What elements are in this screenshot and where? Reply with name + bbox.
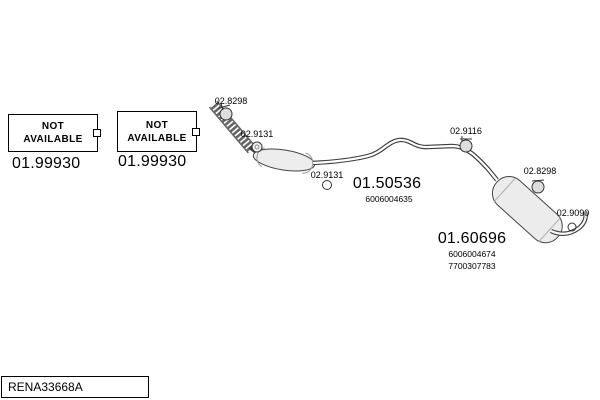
not-available-label: AVAILABLE [23,134,83,145]
rear-clamp-icon [531,179,545,194]
callout-rear-silencer-oe1: 6006004674 [448,249,496,259]
callout-rear-silencer-oe2: 7700307783 [448,261,496,271]
box-edge-tab [192,127,200,136]
callout-mid-ring: 02.9131 [310,170,344,180]
box-edge-tab [93,129,101,137]
tail-ring-icon [567,222,577,232]
callout-mid-clamp: 02.9116 [450,126,482,136]
callout-mid-silencer-part: 01.50536 [352,175,422,192]
front-clamp-icon [218,102,233,121]
reference-code-box: RENA33668A [1,376,149,398]
callout-front-clamp: 02.8298 [214,96,248,106]
not-available-label: AVAILABLE [127,132,187,144]
reference-code: RENA33668A [8,380,83,394]
not-available-label: NOT [145,119,169,131]
tail-pipe [550,211,588,237]
not-available-label: NOT [41,121,65,132]
rear-silencer-shape [491,176,563,244]
callout-rear-clamp: 02.8298 [523,166,557,176]
flex-pipe-section [208,100,257,154]
part-number-unavailable-1: 01.99930 [12,155,81,172]
not-available-box-2: NOT AVAILABLE [117,111,200,152]
front-ring-icon [251,141,263,153]
callout-front-ring: 02.9131 [240,129,274,139]
mid-clamp-icon [459,136,473,153]
callout-mid-silencer-oe: 6006004635 [365,194,413,204]
callout-tail-ring: 02.9090 [556,208,590,218]
part-number-unavailable-2: 01.99930 [118,153,187,170]
not-available-box-1: NOT AVAILABLE [8,114,101,152]
callout-rear-silencer-part: 01.60696 [437,230,507,247]
mid-ring-icon [322,180,332,190]
